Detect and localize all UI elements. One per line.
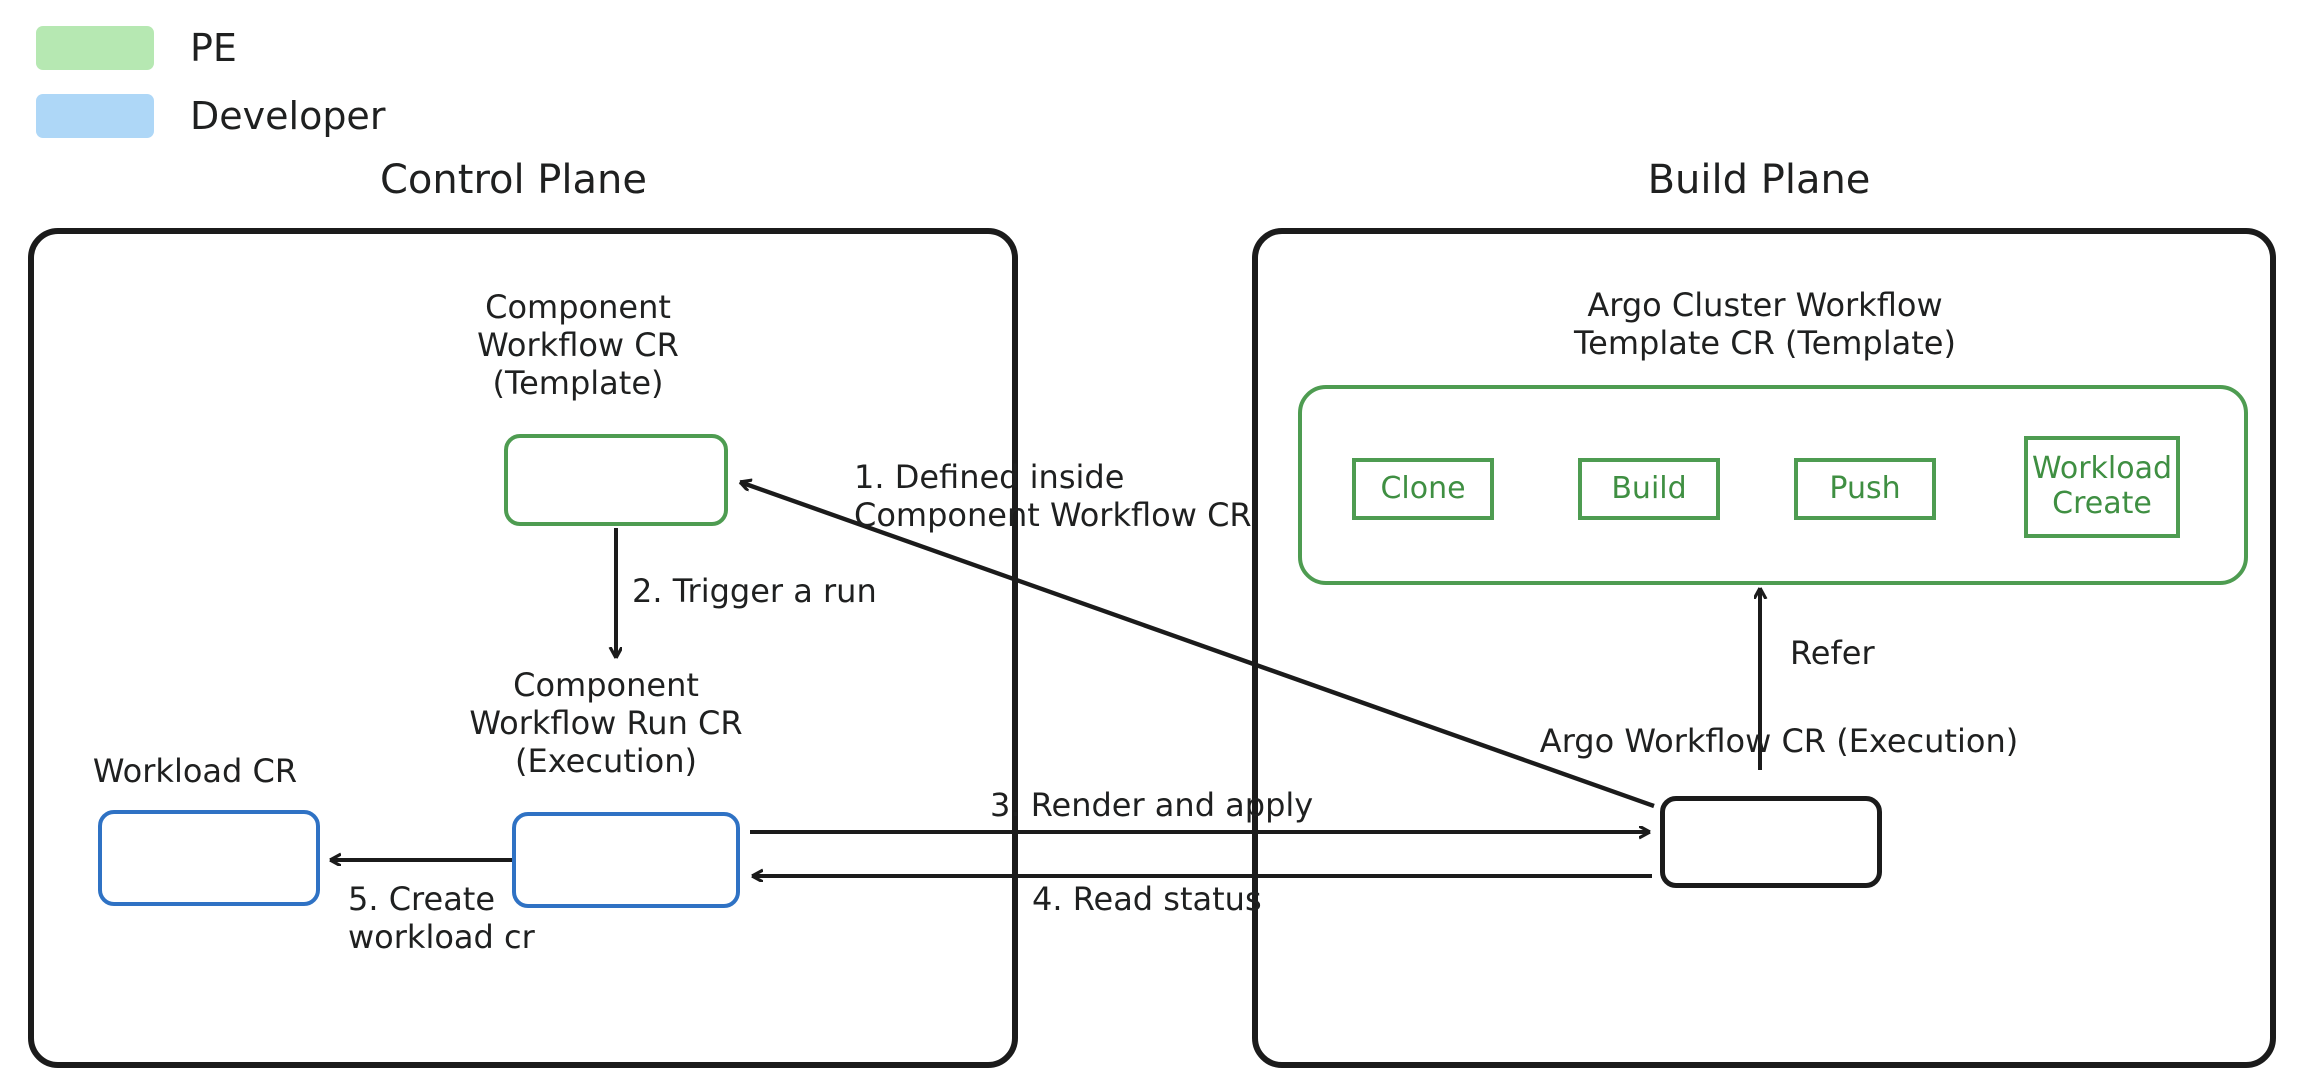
workload-cr-box[interactable]	[98, 810, 320, 906]
build-plane-title: Build Plane	[1647, 157, 1871, 203]
legend-item-developer: Developer	[36, 82, 385, 150]
edge-label-trigger-a-run: 2. Trigger a run	[632, 572, 877, 610]
component-workflow-run-cr-box[interactable]	[512, 812, 740, 908]
pipeline-step-workload-create[interactable]: Workload Create	[2024, 436, 2180, 538]
control-plane-title: Control Plane	[380, 157, 648, 203]
workload-cr-caption: Workload CR	[92, 752, 298, 790]
component-workflow-run-cr-caption: Component Workflow Run CR (Execution)	[469, 666, 743, 781]
argo-cluster-workflow-template-cr-caption: Argo Cluster Workflow Template CR (Templ…	[1574, 286, 1956, 363]
pipeline-step-push[interactable]: Push	[1794, 458, 1936, 520]
edge-label-refer: Refer	[1790, 634, 1875, 672]
legend-label-pe: PE	[190, 26, 237, 70]
legend-swatch-developer-icon	[36, 94, 154, 138]
legend-swatch-pe-icon	[36, 26, 154, 70]
pipeline-step-build[interactable]: Build	[1578, 458, 1720, 520]
edge-label-render-and-apply: 3. Render and apply	[990, 786, 1314, 824]
pipeline-step-clone[interactable]: Clone	[1352, 458, 1494, 520]
edge-label-read-status: 4. Read status	[1032, 880, 1262, 918]
legend-item-pe: PE	[36, 14, 385, 82]
control-plane-container	[28, 228, 1018, 1068]
edge-label-create-workload-cr: 5. Create workload cr	[348, 880, 535, 957]
edge-label-defined-inside: 1. Defined inside Component Workflow CR	[854, 458, 1252, 535]
build-plane-container	[1252, 228, 2276, 1068]
component-workflow-cr-box[interactable]	[504, 434, 728, 526]
argo-workflow-cr-caption: Argo Workflow CR (Execution)	[1539, 722, 2019, 760]
legend-label-developer: Developer	[190, 94, 386, 138]
component-workflow-cr-caption: Component Workflow CR (Template)	[477, 288, 679, 403]
edge-defined-inside	[740, 482, 1655, 809]
legend: PE Developer	[36, 14, 385, 150]
argo-workflow-cr-box[interactable]	[1660, 796, 1882, 888]
